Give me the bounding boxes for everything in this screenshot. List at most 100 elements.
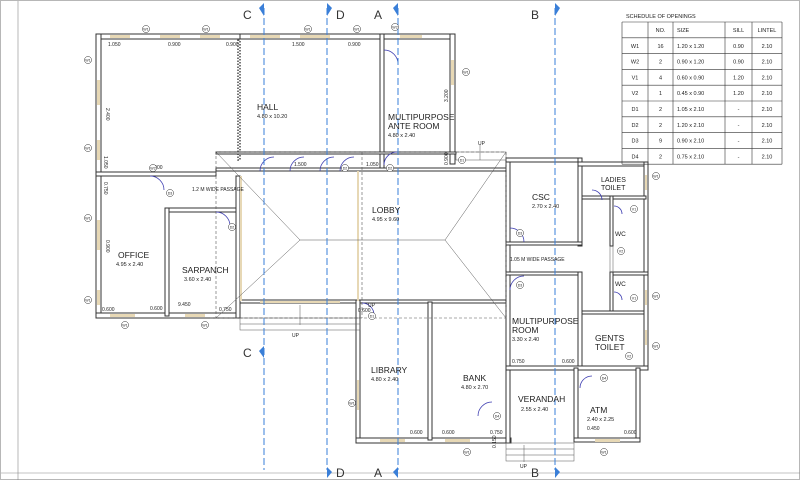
opening-tag-label: D3 [168,191,173,195]
table-cell: 0.90 x 2.10 [677,139,704,145]
room-mp-name: MULTIPURPOSE [512,316,579,326]
table-cell: D1 [631,107,638,113]
dim-text: 0.900 [348,42,361,48]
room-verandah-name: VERANDAH [518,394,565,404]
dim-text: 2.400 [104,108,110,121]
room-wc-2: WC [615,281,626,288]
opening-tag: D4 [600,374,608,382]
dimension-texts: 1.050 0.900 0.900 1.500 0.900 1.050 2.40… [102,42,637,448]
table-cell: 0.90 [733,60,744,66]
room-ante-size: 4.80 x 2.40 [388,133,415,139]
opening-tag-label: D1 [460,158,465,162]
opening-tag-label: D2 [343,166,348,170]
dim-text: 0.600 [150,306,163,312]
table-cell: 1.20 x 2.10 [677,123,704,129]
table-cell: V1 [632,75,639,81]
section-arrow [555,3,560,16]
wall-atm-left [573,367,579,441]
opening-tag: V2 [617,247,625,255]
opening-tag: D3 [516,229,524,237]
dim-text: 0.150 [492,435,498,448]
opening-tag-label: W2 [392,25,397,29]
table-cell: 1.20 [733,91,744,97]
opening-tag: D3 [166,189,174,197]
wall-library-bottom [355,437,512,444]
passage-label-1: 1.2 M WIDE PASSAGE [192,187,245,193]
room-library-size: 4.80 x 2.40 [371,377,398,383]
table-cell: 2 [659,60,662,66]
dim-text: 0.750 [102,182,108,195]
room-csc-size: 2.70 x 2.40 [532,204,559,210]
table-header-cell: SIZE [677,28,690,34]
room-sarpanch-size: 3.60 x 2.40 [184,277,211,283]
wall-hall-partition [237,39,241,161]
opening-tag-label: W1 [85,146,90,150]
opening-tag: W1 [84,214,92,222]
dim-text: 0.600 [562,359,575,365]
table-cell: V2 [632,91,639,97]
opening-tag-label: W1 [464,450,469,454]
wall-ante-left [379,33,385,169]
section-label-b-top: B [531,8,539,22]
opening-tag-label: W1 [354,27,359,31]
dim-text: 0.750 [490,430,503,436]
opening-tag: D2 [386,164,394,172]
room-ladies-name2: TOILET [601,185,626,192]
wall-wc1-left [609,195,614,247]
opening-tag-label: W1 [305,27,310,31]
passage-label-2: 1.05 M WIDE PASSAGE [510,257,565,263]
wall-hall-bottom-left [95,171,217,177]
lobby-hip-lines [210,151,507,319]
opening-tag: W1 [652,342,660,350]
opening-tag: W1 [600,448,608,456]
dim-text: 1.500 [292,42,305,48]
table-cell: 2.10 [762,107,773,113]
dim-text: 0.900 [104,240,110,253]
opening-tag-label: D1 [370,314,375,318]
dim-text: 9.450 [178,302,191,308]
section-label-d-bottom: D [336,466,345,480]
table-cell: 1.20 [733,75,744,81]
wall-wc1-top [609,195,647,200]
room-lobby-size: 4.95 x 9.60 [372,217,399,223]
up-label-2: UP [478,141,486,147]
opening-tag: W1 [353,25,361,33]
table-cell: W2 [631,60,639,66]
wall-csc-bottom [505,241,583,246]
section-arrow [259,346,264,358]
wall-ladies-bottom [581,195,611,200]
opening-tag-label: W1 [143,27,148,31]
opening-tag: W1 [652,292,660,300]
room-atm-size: 2.40 x 2.25 [587,417,614,423]
wall-mp-top [505,271,583,276]
room-gents-name: GENTS [595,333,625,343]
opening-tag-label: W1 [601,450,606,454]
dim-text: 0.750 [512,359,525,365]
room-ante-name2: ANTE ROOM [388,121,439,131]
dim-text: 1.050 [108,42,121,48]
opening-tag: V2 [625,352,633,360]
room-library-name: LIBRARY [371,365,408,375]
opening-tag: W1 [84,296,92,304]
dim-text: 1.050 [366,162,379,168]
table-cell: 1.05 x 2.10 [677,107,704,113]
section-label-c-top: C [243,8,252,22]
opening-tag: D3 [516,281,524,289]
wall-sarpanch-top [164,207,238,213]
opening-tag: W1 [304,25,312,33]
table-cell: D2 [631,123,638,129]
opening-tag: W1 [348,399,356,407]
table-cell: - [738,139,740,145]
wall-library-bank [427,301,433,441]
table-cell: 2.10 [762,60,773,66]
opening-tag: W2 [391,23,399,31]
table-cell: - [738,123,740,129]
table-cell: 2.10 [762,154,773,160]
wall-wc2-top [609,271,649,276]
table-cell: 2.10 [762,75,773,81]
dim-text: 1.050 [102,156,108,169]
room-ante-name: MULTIPURPOSE [388,112,455,122]
opening-tag: D2 [228,223,236,231]
